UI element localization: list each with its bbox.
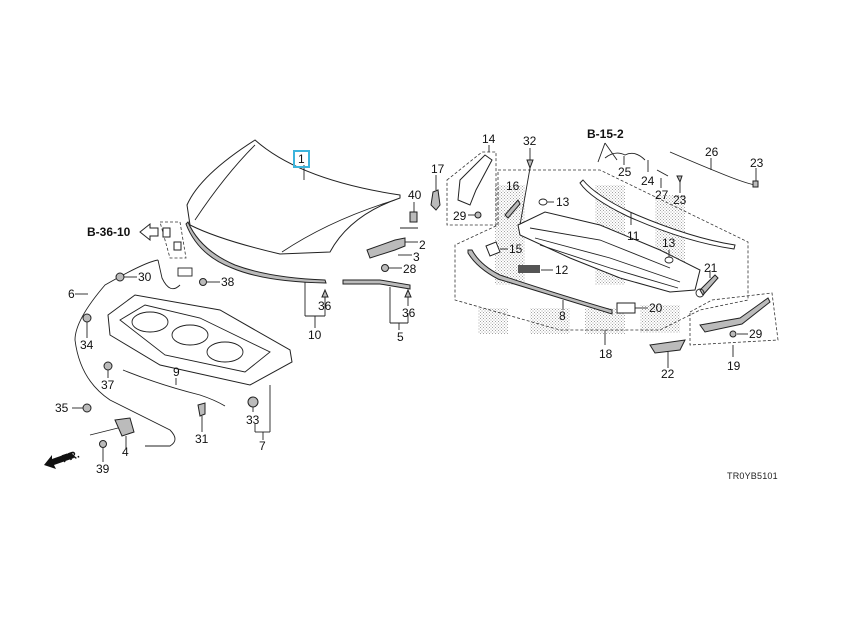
callout-3[interactable]: 3: [413, 250, 420, 264]
callout-2[interactable]: 2: [419, 238, 426, 252]
cowl-top[interactable]: [517, 211, 701, 293]
cowl-group-part-18[interactable]: [454, 169, 749, 345]
callout-34[interactable]: 34: [80, 338, 94, 352]
callout-33[interactable]: 33: [246, 413, 260, 427]
arrow-left-icon: [139, 222, 159, 242]
part-14-group[interactable]: [446, 145, 497, 226]
hood-insulator-part-7[interactable]: [107, 294, 293, 440]
bolt-39-icon: [99, 440, 107, 448]
callout-20[interactable]: 20: [649, 301, 663, 315]
clip-15-icon: [485, 241, 501, 257]
callout-26[interactable]: 26: [705, 145, 719, 159]
callout-12[interactable]: 12: [555, 263, 569, 277]
pad-12-icon: [518, 265, 540, 273]
callout-28[interactable]: 28: [403, 262, 417, 276]
hood-part-1[interactable]: [186, 139, 401, 255]
callout-11[interactable]: 11: [627, 229, 640, 243]
fasteners: [72, 202, 418, 462]
callout-24[interactable]: 24: [641, 174, 655, 188]
bolt-28-icon: [381, 264, 389, 272]
clip-31-icon: [197, 402, 206, 417]
callout-1-highlighted[interactable]: 1: [293, 150, 310, 168]
hose-25: [604, 152, 646, 161]
callout-30[interactable]: 30: [138, 270, 152, 284]
clip-36b-icon: [404, 288, 412, 298]
callout-32[interactable]: 32: [523, 134, 537, 148]
hinge-bracket-part-2-3[interactable]: [366, 227, 418, 259]
callout-13a[interactable]: 13: [556, 195, 570, 209]
callout-9[interactable]: 9: [173, 365, 180, 379]
seal-part-11[interactable]: [579, 179, 736, 250]
clip-36a-icon: [321, 288, 329, 298]
callout-36a[interactable]: 36: [318, 299, 332, 313]
callout-35[interactable]: 35: [55, 401, 69, 415]
hose-27: [656, 169, 669, 177]
callout-16[interactable]: 16: [506, 179, 520, 193]
part-20[interactable]: [616, 302, 648, 314]
seal-part-8[interactable]: [467, 249, 613, 315]
wiper-hoses[interactable]: [597, 142, 759, 193]
clip-35-icon: [82, 403, 92, 413]
small-cowl-parts: [485, 198, 674, 273]
callout-36b[interactable]: 36: [402, 306, 416, 320]
callout-19[interactable]: 19: [727, 359, 741, 373]
callout-31[interactable]: 31: [195, 432, 209, 446]
side-seal-part-5[interactable]: [342, 279, 411, 330]
callout-23a[interactable]: 23: [673, 193, 687, 207]
bolt-38-icon: [199, 278, 207, 286]
clip-30-icon: [115, 272, 125, 282]
callout-39[interactable]: 39: [96, 462, 110, 476]
callout-29b[interactable]: 29: [749, 327, 763, 341]
hood-latch-part-4[interactable]: [89, 417, 135, 448]
callout-13b[interactable]: 13: [662, 236, 676, 250]
callout-8[interactable]: 8: [559, 309, 566, 323]
callout-22[interactable]: 22: [661, 367, 675, 381]
callout-14[interactable]: 14: [482, 132, 496, 146]
callout-4[interactable]: 4: [122, 445, 129, 459]
ref-b-36-10-link[interactable]: B-36-10: [87, 225, 131, 239]
front-arrow: [44, 452, 74, 469]
callout-21[interactable]: 21: [704, 261, 718, 275]
clip-34-icon: [82, 313, 92, 323]
front-arrow-icon: [44, 452, 74, 469]
callout-40[interactable]: 40: [408, 188, 422, 202]
bracket-icon: [177, 267, 193, 277]
part-22[interactable]: [649, 339, 686, 368]
callout-10[interactable]: 10: [308, 328, 322, 342]
callout-18[interactable]: 18: [599, 347, 613, 361]
callout-6[interactable]: 6: [68, 287, 75, 301]
callout-27[interactable]: 27: [655, 188, 669, 202]
callout-5[interactable]: 5: [397, 330, 404, 344]
part-16[interactable]: [504, 199, 521, 219]
part-32[interactable]: [519, 148, 534, 226]
part-17[interactable]: [430, 175, 441, 211]
callout-17[interactable]: 17: [431, 162, 445, 176]
ref-b-15-2-link[interactable]: B-15-2: [587, 127, 624, 141]
callout-37[interactable]: 37: [101, 378, 115, 392]
callout-7[interactable]: 7: [259, 439, 266, 453]
hose-26: [669, 151, 756, 186]
clip-40-icon: [409, 211, 418, 223]
callout-29a[interactable]: 29: [453, 209, 467, 223]
drawing-code: TR0YB5101: [727, 471, 778, 481]
part-21[interactable]: [695, 270, 719, 298]
callout-25[interactable]: 25: [618, 165, 632, 179]
support-rod-part-9[interactable]: [122, 369, 226, 407]
clip-37-icon: [103, 361, 113, 371]
callout-38[interactable]: 38: [221, 275, 235, 289]
part-19-group[interactable]: [689, 292, 779, 357]
callout-15[interactable]: 15: [509, 242, 523, 256]
clip-33-icon: [247, 396, 259, 408]
clip-13a-icon: [538, 198, 548, 206]
release-cable-part-6[interactable]: [74, 259, 181, 447]
clip-group-box: [139, 221, 187, 259]
callout-23b[interactable]: 23: [750, 156, 764, 170]
